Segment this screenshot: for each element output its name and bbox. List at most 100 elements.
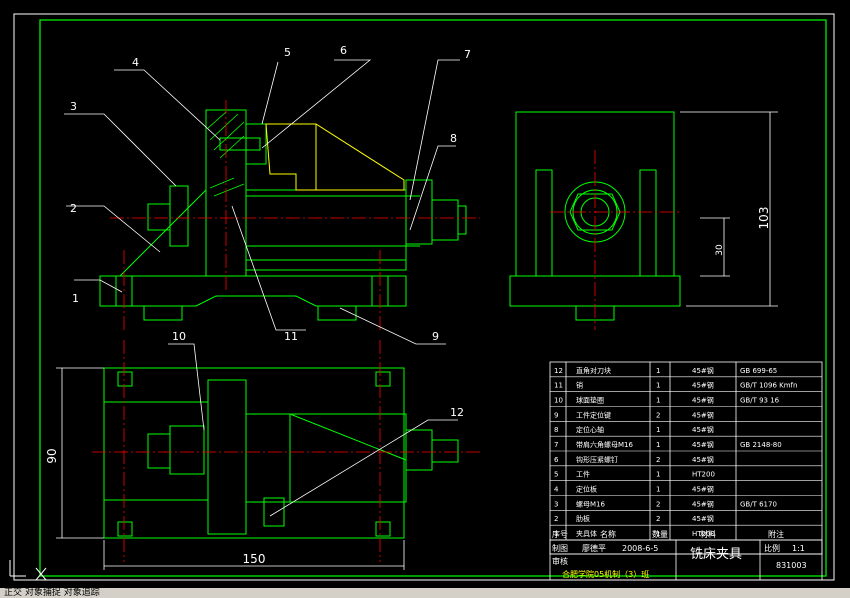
bom-cell-material: 45#钢: [692, 499, 714, 508]
bom-header-row: 序号 名称 数量 材料 附注: [552, 529, 784, 539]
bom-cell-material: 45#钢: [692, 514, 714, 523]
dim-103-label: 103: [757, 207, 771, 230]
bom-cell-no: 9: [554, 411, 558, 419]
bom-cell-no: 8: [554, 426, 558, 434]
callout-9: 9: [432, 330, 439, 343]
bom-cell-no: 10: [554, 397, 563, 405]
bom-cell-remark: GB/T 1096 Kmfn: [740, 382, 797, 390]
bom-cell-name: 夹具体: [576, 529, 597, 538]
bom-cell-remark: GB 2148-80: [740, 441, 782, 449]
bom-cell-no: 6: [554, 456, 559, 464]
bom-cell-material: 45#钢: [692, 425, 714, 434]
bom-cell-qty: 2: [656, 411, 660, 419]
bom-cell-name: 定位心轴: [576, 425, 604, 434]
scale-value: 1:1: [792, 544, 805, 553]
drawn-label: 制图: [552, 543, 568, 553]
bom-header-qty: 数量: [652, 529, 668, 539]
dim-90-150: [56, 367, 405, 570]
bom-cell-qty: 1: [656, 486, 660, 494]
title-block: 制图 廖德平 2008-6-5 审核 合肥学院05机制（3）班 铣床夹具 比例 …: [552, 543, 807, 579]
bom-cell-material: HT200: [692, 471, 715, 479]
bom-cell-qty: 1: [656, 471, 660, 479]
callout-6: 6: [340, 44, 347, 57]
bom-cell-no: 4: [554, 486, 559, 494]
bom-cell-material: HT200: [692, 530, 715, 538]
bom-cell-qty: 1: [656, 530, 660, 538]
bom-cell-material: 45#钢: [692, 455, 714, 464]
bom-cell-remark: GB 699-65: [740, 367, 777, 375]
callout-10: 10: [172, 330, 186, 343]
drawing-date: 2008-6-5: [622, 544, 658, 553]
scale-label: 比例: [764, 543, 780, 553]
bom-header-remark: 附注: [768, 529, 784, 539]
callout-3: 3: [70, 100, 77, 113]
bom-cell-name: 定位板: [576, 485, 597, 494]
callout-7: 7: [464, 48, 471, 61]
bom-cell-qty: 1: [656, 382, 660, 390]
bom-cell-material: 45#钢: [692, 410, 714, 419]
bom-cell-qty: 1: [656, 441, 660, 449]
callout-8: 8: [450, 132, 457, 145]
bom-cell-qty: 1: [656, 397, 660, 405]
callout-12: 12: [450, 406, 464, 419]
front-centerlines: [110, 100, 480, 330]
bom-cell-name: 工件定位键: [576, 410, 611, 419]
drawn-name: 廖德平: [582, 543, 606, 553]
bom-cell-name: 钩形压紧螺钉: [576, 455, 618, 464]
school-name: 合肥学院05机制（3）班: [562, 569, 649, 579]
callout-1: 1: [72, 292, 79, 305]
bom-cell-name: 工件: [576, 470, 590, 479]
bom-cell-no: 12: [554, 367, 563, 375]
bom-cell-material: 45#钢: [692, 485, 714, 494]
bom-header-no: 序号: [552, 529, 568, 539]
bom-cell-name: 直角对刀块: [576, 366, 611, 375]
dim-90-label: 90: [45, 448, 59, 463]
bom-cell-no: 3: [554, 500, 558, 508]
bom-cell-remark: GB/T 6170: [740, 500, 777, 508]
bom-cell-qty: 2: [656, 500, 660, 508]
bom-cell-remark: GB/T 93 16: [740, 397, 780, 405]
bom-cell-qty: 2: [656, 515, 660, 523]
drawing-title: 铣床夹具: [690, 547, 742, 562]
dim-103: [680, 111, 778, 307]
bom-cell-name: 球面垫圈: [576, 396, 604, 405]
bom-cell-material: 45#钢: [692, 396, 714, 405]
bom-cell-material: 45#钢: [692, 381, 714, 390]
command-line-status[interactable]: 正交 对象捕捉 对象追踪: [0, 588, 850, 598]
callout-labels: 1 2 3 4 5 6 7 8 9 10 11 12: [70, 44, 471, 419]
bom-cell-material: 45#钢: [692, 366, 714, 375]
bom-cell-no: 11: [554, 382, 563, 390]
bom-cell-no: 1: [554, 530, 558, 538]
outer-frame: [13, 13, 835, 581]
callout-11: 11: [284, 330, 298, 343]
bom-cell-qty: 2: [656, 456, 660, 464]
front-view: [99, 109, 467, 321]
review-label: 审核: [552, 556, 568, 566]
bom-cell-no: 7: [554, 441, 558, 449]
bom-cell-name: 带肩六角螺母M16: [576, 440, 633, 449]
bom-cell-qty: 1: [656, 426, 660, 434]
bom-cell-qty: 1: [656, 367, 660, 375]
drawing-code: 831003: [776, 561, 807, 570]
callout-4: 4: [132, 56, 139, 69]
dim-30-label: 30: [715, 244, 725, 256]
leader-lines: [64, 59, 460, 517]
bom-cell-name: 肋板: [576, 514, 590, 523]
bom-cell-no: 2: [554, 515, 558, 523]
bom-cell-name: 螺母M16: [576, 499, 605, 508]
workpiece-outline: [265, 123, 405, 191]
bom-header-name: 名称: [600, 529, 616, 539]
callout-5: 5: [284, 46, 291, 59]
callout-2: 2: [70, 202, 77, 215]
inner-frame: [39, 19, 827, 577]
dim-150-label: 150: [243, 552, 266, 566]
side-centerlines: [550, 150, 680, 330]
bom-cell-no: 5: [554, 471, 558, 479]
bom-cell-name: 销: [576, 381, 583, 390]
bom-header-material: 材料: [700, 529, 716, 539]
bom-cell-material: 45#钢: [692, 440, 714, 449]
ucs-icon: [9, 560, 47, 581]
top-view: [103, 367, 459, 539]
